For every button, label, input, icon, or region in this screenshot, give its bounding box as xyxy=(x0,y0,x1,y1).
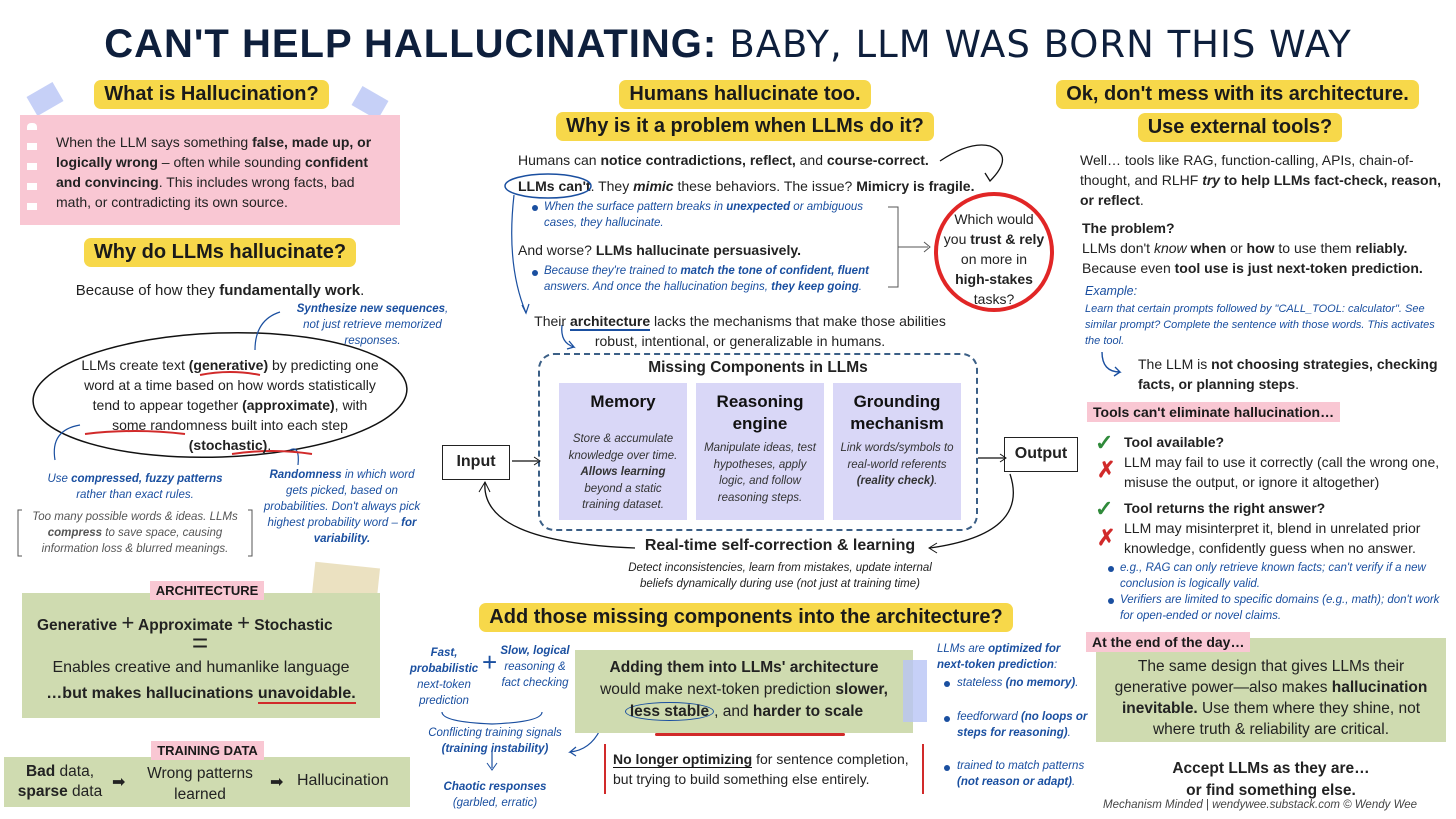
bullet xyxy=(944,765,950,771)
bracket-frame xyxy=(604,744,924,794)
opt-item-3: trained to match patterns (not reason or… xyxy=(957,760,1085,788)
humans-heading-2: Why is it a problem when LLMs do it? xyxy=(530,112,960,141)
tool-returns-title: Tool returns the right answer? xyxy=(1124,500,1326,516)
slow-note: Slow, logical reasoning & fact checking xyxy=(500,645,570,689)
chaos-note: Chaotic responses(garbled, erratic) xyxy=(443,781,547,809)
add-heading: Add those missing components into the ar… xyxy=(450,603,1042,632)
tape-decoration xyxy=(26,81,64,117)
end-label: At the end of the day… xyxy=(1086,632,1251,652)
equals-sign: = xyxy=(191,627,209,658)
tool-available-title: Tool available? xyxy=(1124,434,1225,450)
cross-icon: ✗ xyxy=(1097,457,1116,482)
page-title: CAN'T HELP HALLUCINATING: BABY, LLM WAS … xyxy=(104,22,1352,66)
bullet xyxy=(1108,598,1114,604)
architecture-line1: Enables creative and humanlike language xyxy=(52,659,350,676)
humans-note1: When the surface pattern breaks in unexp… xyxy=(544,201,863,229)
component-memory: Memory Store & accumulate knowledge over… xyxy=(559,383,687,520)
hallucination-result: Hallucination xyxy=(297,772,389,789)
tool-returns-desc: LLM may misinterpret it, blend in unrela… xyxy=(1124,520,1421,556)
ok-heading-2: Use external tools? xyxy=(1120,113,1360,142)
humans-doodles xyxy=(504,144,1004,350)
opt-item-2: feedforward (no loops or steps for reaso… xyxy=(957,711,1088,739)
arrow-icon: ➡ xyxy=(270,774,284,791)
architecture-line2: …but makes hallucinations unavoidable. xyxy=(46,685,356,704)
tools-intro: Well… tools like RAG, function-calling, … xyxy=(1080,152,1442,208)
arrow-icon xyxy=(1101,351,1122,377)
architecture-label: ARCHITECTURE xyxy=(146,581,268,600)
compressed-note: Use compressed, fuzzy patterns rather th… xyxy=(47,473,223,501)
cross-icon: ✗ xyxy=(1097,525,1116,550)
humans-s3: And worse? LLMs hallucinate persuasively… xyxy=(518,242,801,258)
question-circle xyxy=(934,192,1054,312)
plus-sign: + xyxy=(482,647,498,677)
wrong-patterns: Wrong patterns learned xyxy=(147,765,253,803)
bad-data: Bad data,sparse data xyxy=(17,763,103,800)
tape-decoration xyxy=(903,660,927,722)
rag-note: e.g., RAG can only retrieve known facts;… xyxy=(1120,562,1426,590)
problem-title: The problem? xyxy=(1082,220,1175,236)
what-text: When the LLM says something false, made … xyxy=(56,134,372,210)
bullet xyxy=(532,205,538,211)
component-grounding: Grounding mechanism Link words/symbols t… xyxy=(833,383,961,520)
what-heading: What is Hallucination? xyxy=(84,80,339,109)
why-heading: Why do LLMs hallucinate? xyxy=(70,238,370,267)
arrow-icon: ➡ xyxy=(112,774,126,791)
fast-note: Fast, probabilistic next-token predictio… xyxy=(409,647,479,707)
humans-s2: LLMs can't. They mimic these behaviors. … xyxy=(518,178,975,194)
output-box: Output xyxy=(1004,437,1078,472)
missing-components-frame xyxy=(538,353,978,531)
check-icon: ✓ xyxy=(1095,496,1114,521)
synthesize-note: Synthesize new sequences, not just retri… xyxy=(296,303,449,347)
flow-arrows xyxy=(478,453,1014,554)
realtime-desc: Detect inconsistencies, learn from mista… xyxy=(628,562,932,590)
not-choosing-text: The LLM is not choosing strategies, chec… xyxy=(1138,356,1438,392)
accept-text: Accept LLMs as they are…or find somethin… xyxy=(1172,760,1370,799)
notebook-holes xyxy=(27,123,37,218)
architecture-terms: Generative + Approximate + Stochastic xyxy=(37,610,333,635)
example-text: Learn that certain prompts followed by "… xyxy=(1085,303,1435,347)
end-text: The same design that gives LLMs their ge… xyxy=(1114,658,1428,738)
compress-note: Too many possible words & ideas. LLMs co… xyxy=(32,511,238,555)
opt-item-1: stateless (no memory). xyxy=(957,677,1079,689)
humans-s1: Humans can notice contradictions, reflec… xyxy=(518,152,929,168)
no-longer-text: No longer optimizing for sentence comple… xyxy=(613,751,909,787)
optimized-note: LLMs are optimized for next-token predic… xyxy=(937,643,1061,671)
randomness-note: Randomness in which word gets picked, ba… xyxy=(263,469,421,545)
architecture-statement: Their architecture lacks the mechanisms … xyxy=(534,313,946,349)
component-reasoning: Reasoning engine Manipulate ideas, test … xyxy=(696,383,824,520)
example-label: Example: xyxy=(1085,284,1138,298)
tool-available-desc: LLM may fail to use it correctly (call t… xyxy=(1124,454,1440,490)
check-icon: ✓ xyxy=(1095,430,1114,455)
input-box: Input xyxy=(442,445,510,480)
bullet xyxy=(532,270,538,276)
training-label: TRAINING DATA xyxy=(145,741,270,760)
end-card xyxy=(1096,638,1446,742)
missing-title: Missing Components in LLMs xyxy=(648,359,868,376)
credit-line: Mechanism Minded | wendywee.substack.com… xyxy=(1103,799,1418,811)
add-doodles xyxy=(441,711,601,771)
underline-mark xyxy=(655,733,845,736)
architecture-card xyxy=(22,593,380,718)
realtime-title: Real-time self-correction & learning xyxy=(644,537,916,554)
why-doodles xyxy=(17,311,408,557)
verifier-note: Verifiers are limited to specific domain… xyxy=(1120,594,1440,622)
problem-text: LLMs don't know when or how to use them … xyxy=(1082,240,1423,276)
cant-label: Tools can't eliminate hallucination… xyxy=(1087,402,1341,422)
bullet xyxy=(1108,566,1114,572)
bullet xyxy=(944,681,950,687)
bullet xyxy=(944,716,950,722)
conflict-note: Conflicting training signals(training in… xyxy=(428,727,562,755)
ok-heading-1: Ok, don't mess with its architecture. xyxy=(1035,80,1440,109)
humans-heading-1: Humans hallucinate too. xyxy=(595,80,895,109)
training-card xyxy=(4,757,410,807)
adding-card xyxy=(575,650,913,733)
humans-note2: Because they're trained to match the ton… xyxy=(544,265,869,293)
what-card: When the LLM says something false, made … xyxy=(20,115,400,225)
why-core-text: LLMs create text (generative) by predict… xyxy=(81,357,379,453)
why-intro: Because of how they fundamentally work. xyxy=(75,282,365,299)
